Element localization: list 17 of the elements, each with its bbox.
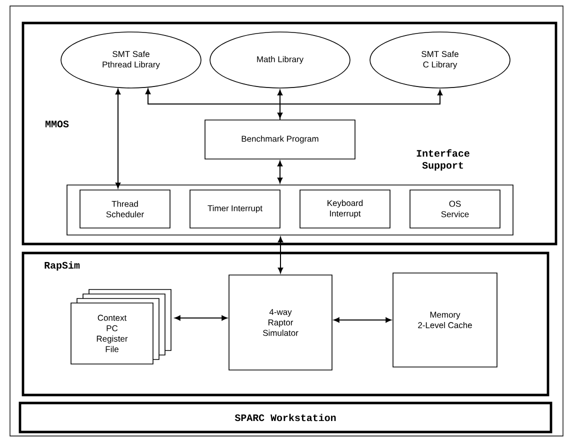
arrow bbox=[334, 317, 392, 323]
register-file-stack: Context PC Register File bbox=[70, 289, 172, 364]
program-box: Benchmark Program bbox=[204, 120, 356, 160]
arrow bbox=[278, 236, 284, 274]
workstation-bar: SPARC Workstation bbox=[18, 402, 552, 434]
simulator-box: 4-way Raptor Simulator bbox=[228, 274, 332, 370]
arrow bbox=[115, 88, 121, 188]
node-label: Interface Support bbox=[416, 149, 470, 171]
module-box: Thread Scheduler bbox=[80, 190, 170, 228]
module-box: Timer Interrupt bbox=[190, 190, 280, 228]
arrow bbox=[280, 90, 443, 120]
arrow bbox=[174, 315, 228, 321]
arrow bbox=[277, 160, 283, 184]
module-box: Keyboard Interrupt bbox=[300, 190, 390, 228]
arrow bbox=[277, 90, 283, 118]
memory-box: Memory 2-Level Cache bbox=[392, 272, 498, 368]
module-box: OS Service bbox=[410, 190, 500, 228]
